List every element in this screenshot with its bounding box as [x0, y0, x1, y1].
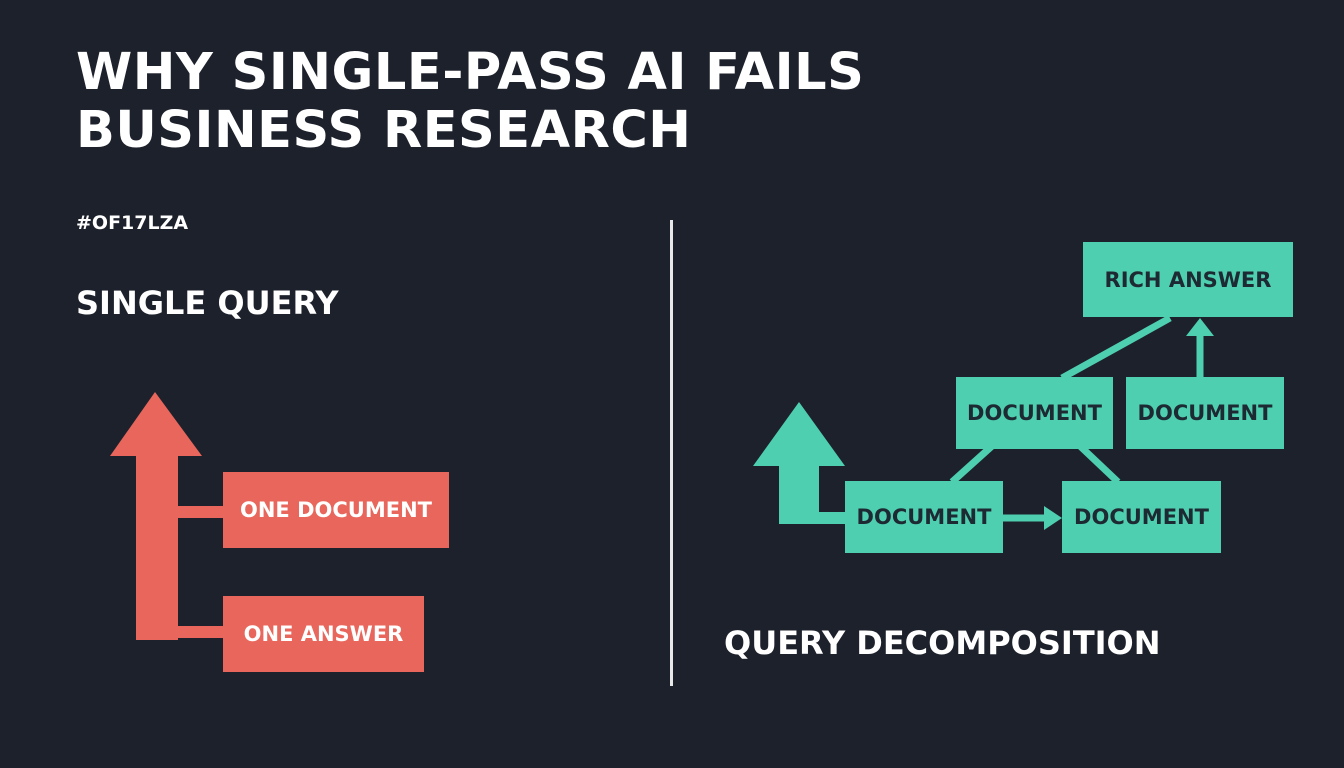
decomposition-arrow-elbow [817, 512, 847, 524]
single-query-arrow-icon [110, 392, 228, 640]
connector-mid-to-bottom-right [1077, 443, 1121, 485]
query-decomposition-heading: QUERY DECOMPOSITION [724, 624, 1161, 662]
single-query-heading: SINGLE QUERY [76, 284, 339, 322]
title-line-1: WHY SINGLE-PASS AI FAILS [76, 43, 865, 102]
one-document-box: ONE DOCUMENT [223, 472, 449, 548]
connector-bottom-left-to-mid [949, 443, 995, 485]
decomposition-connectors [949, 314, 1204, 522]
document-box-mid-left: DOCUMENT [956, 377, 1113, 449]
decomposition-arrow-icon [753, 402, 847, 524]
section-divider [670, 220, 673, 686]
rich-answer-box: RICH ANSWER [1083, 242, 1293, 317]
one-answer-box: ONE ANSWER [223, 596, 424, 672]
document-box-bottom-right: DOCUMENT [1062, 481, 1221, 553]
title-line-2: BUSINESS RESEARCH [76, 101, 692, 160]
single-query-arrowhead [110, 392, 202, 456]
hashtag-label: #OF17LZA [76, 212, 189, 234]
decomposition-arrowhead [753, 402, 845, 466]
branch-to-document [176, 506, 228, 518]
document-box-mid-right: DOCUMENT [1126, 377, 1284, 449]
connector-doc-to-rich-answer [1060, 314, 1172, 382]
arrowhead-right-to-document [1044, 506, 1062, 530]
decomposition-arrow-shaft [779, 464, 819, 524]
document-box-bottom-left: DOCUMENT [845, 481, 1003, 553]
arrowhead-up-to-rich-answer [1186, 318, 1214, 336]
single-query-arrow-shaft [136, 454, 178, 640]
page-title: WHY SINGLE-PASS AI FAILS BUSINESS RESEAR… [76, 44, 864, 160]
branch-to-answer [176, 626, 228, 638]
